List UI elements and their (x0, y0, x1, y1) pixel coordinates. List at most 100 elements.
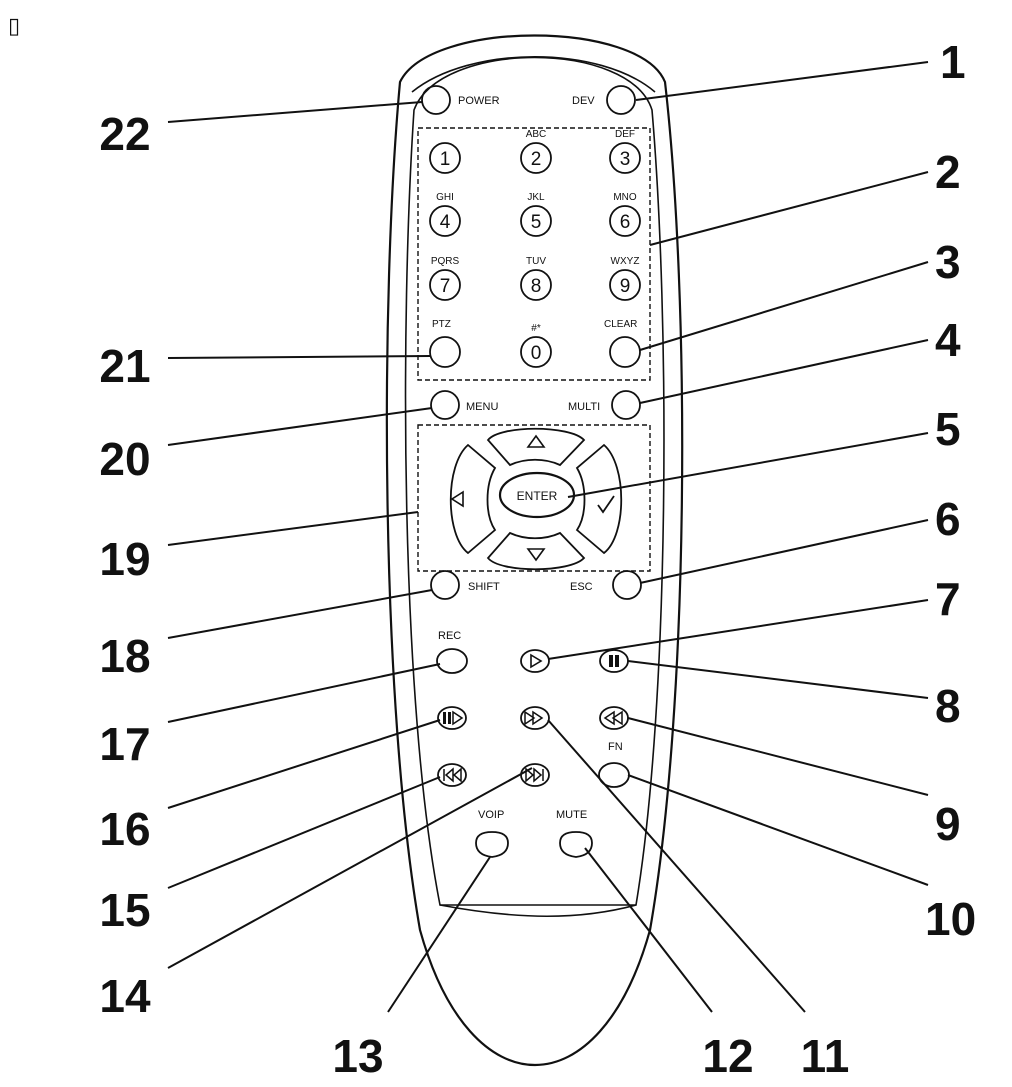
key-number: 7 (440, 276, 451, 297)
voip-label: VOIP (478, 809, 504, 821)
clear-label: CLEAR (604, 319, 637, 330)
multi-label: MULTI (568, 401, 600, 413)
key-letters: MNO (613, 192, 637, 203)
nav-group (417, 424, 651, 572)
callout-8: 8 (935, 680, 961, 732)
keypad-group (417, 127, 651, 381)
key-1-button[interactable]: 1 (429, 142, 461, 174)
key-letters: WXYZ (611, 256, 640, 267)
esc-button[interactable]: ESC (570, 570, 642, 600)
enter-button[interactable]: ENTER (498, 471, 576, 519)
nav-up-button[interactable] (486, 427, 586, 467)
menu-label: MENU (466, 401, 498, 413)
key-2-button[interactable]: 2 ABC (520, 129, 552, 174)
multi-button[interactable]: MULTI (568, 390, 641, 420)
key-number: 4 (440, 212, 451, 233)
nav-down-button[interactable] (486, 531, 586, 571)
callout-5: 5 (935, 403, 961, 455)
voip-button[interactable]: VOIP (475, 809, 509, 858)
fn-button[interactable]: FN (598, 741, 630, 788)
key-number: 0 (531, 343, 542, 364)
key-number: 5 (531, 212, 542, 233)
callout-9: 9 (935, 798, 961, 850)
up-arrow-icon (526, 434, 546, 448)
key-letters: PQRS (431, 256, 460, 267)
key-0-button[interactable]: 0 #* (520, 323, 552, 368)
key-number: 2 (531, 149, 542, 170)
mute-button[interactable]: MUTE (556, 809, 593, 858)
nav-right-button[interactable] (575, 443, 623, 555)
play-button[interactable] (520, 649, 550, 673)
key-letters: #* (531, 323, 541, 334)
key-5-button[interactable]: 5 JKL (520, 192, 552, 237)
key-8-button[interactable]: 8 TUV (520, 256, 552, 301)
key-7-button[interactable]: 7 PQRS (429, 256, 461, 301)
rec-button[interactable]: REC (436, 630, 468, 674)
leader-lines (167, 61, 929, 1013)
enter-label: ENTER (517, 489, 558, 503)
play-icon (530, 653, 543, 669)
clear-button[interactable]: CLEAR (604, 319, 641, 368)
nav-left-button[interactable] (449, 443, 497, 555)
callout-11: 11 (801, 1030, 850, 1082)
key-number: 8 (531, 276, 542, 297)
key-number: 9 (620, 276, 631, 297)
callout-16: 16 (99, 803, 150, 855)
callout-1: 1 (940, 36, 966, 88)
callout-22: 22 (99, 108, 150, 160)
key-3-button[interactable]: 3 DEF (609, 129, 641, 174)
callout-10: 10 (925, 893, 976, 945)
dev-button[interactable]: DEV (572, 85, 636, 115)
key-letters: GHI (436, 192, 454, 203)
next-icon (525, 767, 544, 783)
down-arrow-icon (526, 548, 546, 562)
callout-15: 15 (99, 884, 150, 936)
menu-button[interactable]: MENU (430, 390, 498, 420)
pause-icon (609, 655, 613, 667)
key-4-button[interactable]: 4 GHI (429, 192, 461, 237)
key-letters: ABC (526, 129, 547, 140)
key-letters: DEF (615, 129, 635, 140)
callout-13: 13 (332, 1030, 383, 1082)
check-icon (597, 495, 615, 514)
callout-3: 3 (935, 236, 961, 288)
callout-21: 21 (99, 340, 150, 392)
key-number: 3 (620, 149, 631, 170)
key-letters: TUV (526, 256, 546, 267)
key-letters: JKL (527, 192, 545, 203)
ptz-label: PTZ (432, 319, 451, 330)
remote-body (385, 34, 684, 1066)
callout-4: 4 (935, 314, 961, 366)
previous-icon (443, 767, 462, 783)
keypad: 1 2 ABC 3 DEF 4 GHI 5 JKL 6 MNO 7 PQRS 8 TUV 9 WXYZ 0 #* (429, 129, 641, 368)
key-number: 6 (620, 212, 631, 233)
callout-20: 20 (99, 433, 150, 485)
key-9-button[interactable]: 9 WXYZ (609, 256, 641, 301)
rewind-icon (603, 710, 623, 726)
fast-forward-button[interactable] (520, 706, 550, 730)
pause-button[interactable] (599, 649, 629, 673)
dev-label: DEV (572, 95, 595, 107)
shift-label: SHIFT (468, 581, 500, 593)
esc-label: ESC (570, 581, 593, 593)
mute-label: MUTE (556, 809, 587, 821)
callout-14: 14 (99, 970, 151, 1022)
next-button[interactable] (520, 763, 550, 787)
fast-forward-icon (524, 710, 544, 726)
previous-button[interactable] (437, 763, 467, 787)
slow-play-button[interactable] (437, 706, 467, 730)
key-6-button[interactable]: 6 MNO (609, 192, 641, 237)
power-button[interactable]: POWER (421, 85, 500, 115)
callout-18: 18 (99, 630, 150, 682)
ptz-button[interactable]: PTZ (429, 319, 461, 368)
callout-12: 12 (702, 1030, 753, 1082)
callout-6: 6 (935, 493, 961, 545)
power-label: POWER (458, 95, 500, 107)
callout-19: 19 (99, 533, 150, 585)
shift-button[interactable]: SHIFT (430, 570, 500, 600)
callout-17: 17 (99, 718, 150, 770)
rewind-button[interactable] (599, 706, 629, 730)
slow-play-icon (443, 712, 446, 724)
